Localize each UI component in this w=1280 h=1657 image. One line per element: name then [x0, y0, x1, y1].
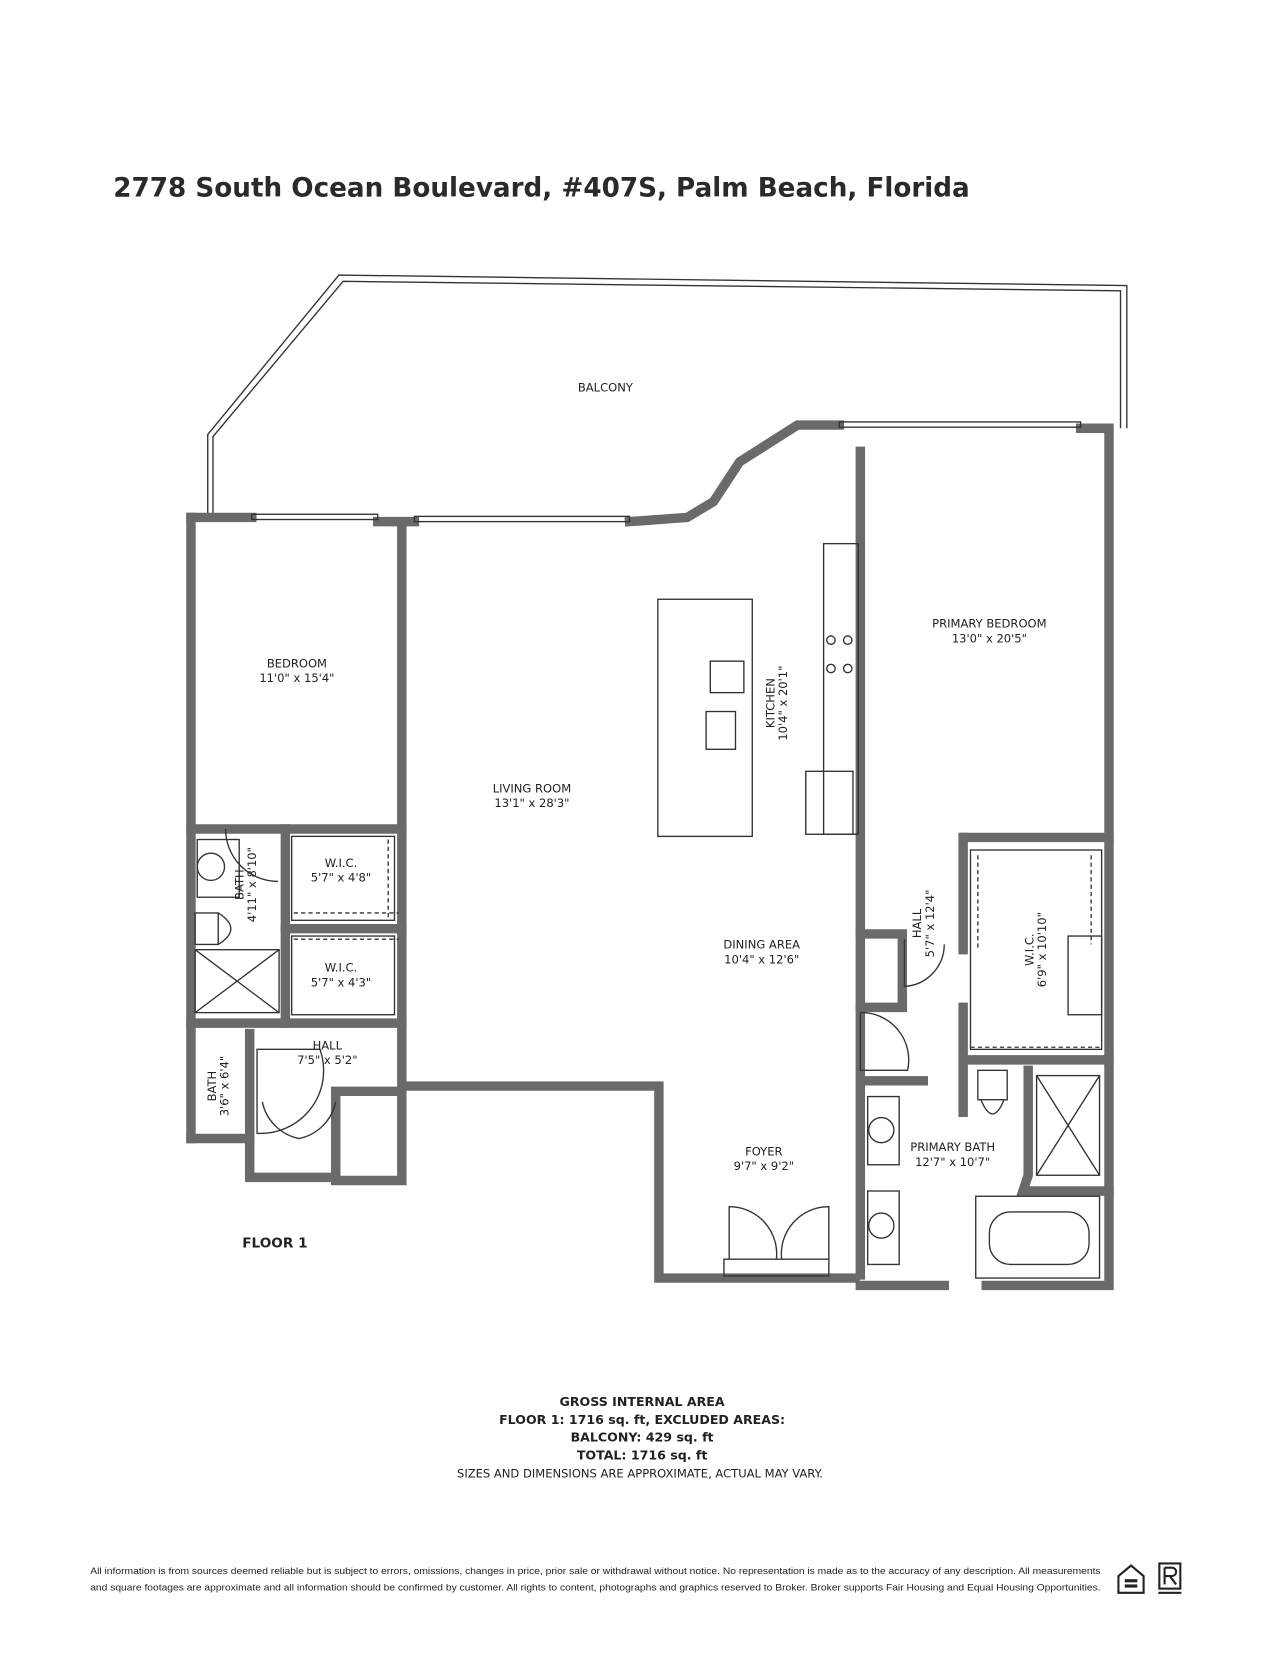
area-summary: GROSS INTERNAL AREA FLOOR 1: 1716 sq. ft… [457, 1394, 823, 1480]
svg-text:BALCONY: 429 sq. ft: BALCONY: 429 sq. ft [571, 1430, 714, 1445]
svg-text:BATH: BATH [205, 1071, 219, 1102]
room-bath-2: BATH 3'6" x 6'4" [205, 1056, 232, 1116]
svg-text:All information is from source: All information is from sources deemed r… [90, 1566, 1101, 1576]
room-dining: DINING AREA [723, 938, 800, 952]
shower-icon [194, 948, 280, 1014]
shower-icon [1035, 1074, 1101, 1176]
svg-text:3'6" x 6'4": 3'6" x 6'4" [218, 1056, 232, 1116]
svg-text:and square footages are approx: and square footages are approximate and … [90, 1583, 1100, 1593]
realtor-icon [1158, 1562, 1182, 1594]
room-foyer: FOYER [745, 1144, 782, 1158]
room-wic-2: W.I.C. [325, 961, 358, 975]
room-hall-primary: HALL 5'7" x 12'4" [910, 890, 937, 958]
svg-text:SIZES AND DIMENSIONS ARE APPRO: SIZES AND DIMENSIONS ARE APPROXIMATE, AC… [457, 1466, 823, 1480]
room-hall: HALL [313, 1038, 343, 1052]
room-living: LIVING ROOM [493, 781, 571, 795]
svg-text:13'1" x 28'3": 13'1" x 28'3" [494, 796, 569, 810]
svg-text:9'7" x 9'2": 9'7" x 9'2" [734, 1159, 794, 1173]
disclaimer: All information is from sources deemed r… [90, 1566, 1101, 1593]
svg-text:5'7" x 4'3": 5'7" x 4'3" [311, 975, 371, 989]
windows [251, 421, 1082, 523]
kitchen-island [657, 598, 753, 838]
room-balcony: BALCONY [578, 381, 634, 395]
balcony-outline [207, 274, 1128, 515]
bathtub-icon [975, 1195, 1101, 1279]
equal-housing-icon [1117, 1564, 1145, 1594]
svg-text:KITCHEN: KITCHEN [763, 678, 777, 728]
svg-text:5'7" x 12'4": 5'7" x 12'4" [923, 890, 937, 958]
room-wic-primary: W.I.C. 6'9" x 10'10" [1022, 912, 1049, 987]
fixtures [194, 542, 1103, 1279]
svg-text:FLOOR 1: 1716 sq. ft, EXCLUDED: FLOOR 1: 1716 sq. ft, EXCLUDED AREAS: [499, 1412, 785, 1427]
svg-text:TOTAL: 1716 sq. ft: TOTAL: 1716 sq. ft [577, 1448, 708, 1463]
toilet-icon [194, 912, 219, 946]
svg-text:13'0" x 20'5": 13'0" x 20'5" [952, 631, 1027, 645]
room-bath: BATH 4'11" x 8'10" [232, 847, 259, 922]
svg-text:12'7" x 10'7": 12'7" x 10'7" [915, 1155, 990, 1169]
page-title: 2778 South Ocean Boulevard, #407S, Palm … [113, 173, 969, 203]
walls [186, 420, 1114, 1291]
svg-text:10'4" x 20'1": 10'4" x 20'1" [776, 666, 790, 741]
sink-icon [709, 660, 745, 694]
svg-text:11'0" x 15'4": 11'0" x 15'4" [259, 671, 334, 685]
svg-text:10'4" x 12'6": 10'4" x 12'6" [724, 952, 799, 966]
svg-text:GROSS INTERNAL AREA: GROSS INTERNAL AREA [560, 1394, 725, 1409]
room-primary-bath: PRIMARY BATH [910, 1140, 995, 1154]
room-labels: BALCONY BEDROOM 11'0" x 15'4" LIVING ROO… [205, 381, 1049, 1252]
room-bedroom: BEDROOM [267, 656, 327, 670]
room-primary-bedroom: PRIMARY BEDROOM [932, 617, 1046, 631]
room-wic-1: W.I.C. [325, 856, 358, 870]
svg-text:BATH: BATH [232, 869, 246, 900]
svg-text:HALL: HALL [910, 908, 924, 938]
svg-text:4'11" x 8'10": 4'11" x 8'10" [245, 847, 259, 922]
floor-label: FLOOR 1 [242, 1236, 307, 1252]
room-kitchen: KITCHEN 10'4" x 20'1" [763, 666, 790, 741]
door-swing [224, 829, 279, 883]
cooktop-icon [826, 635, 836, 646]
svg-text:6'9" x 10'10": 6'9" x 10'10" [1035, 912, 1049, 987]
svg-text:W.I.C.: W.I.C. [1022, 933, 1036, 966]
toilet-icon [977, 1069, 1008, 1101]
svg-text:7'5" x 5'2": 7'5" x 5'2" [297, 1053, 357, 1067]
sink-icon [866, 1095, 900, 1166]
svg-text:5'7" x 4'8": 5'7" x 4'8" [311, 870, 371, 884]
